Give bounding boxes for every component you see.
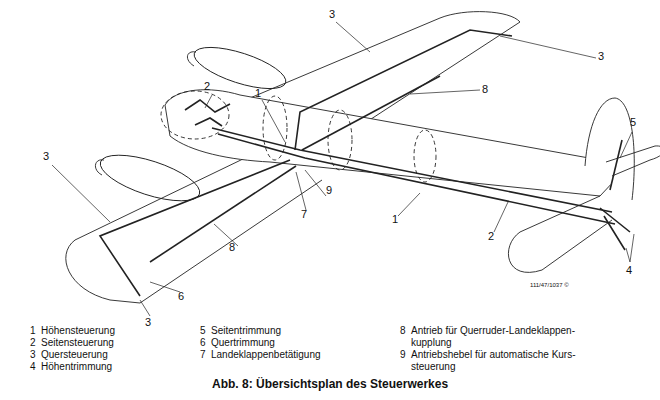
leader-line xyxy=(620,132,632,158)
callout-number: 2 xyxy=(204,80,210,93)
drawing-number: 111/47/1037 © xyxy=(530,282,569,289)
legend-number: 2 xyxy=(30,337,36,349)
legend-number: 9 xyxy=(400,349,406,361)
legend-text: Quertrimmung xyxy=(211,337,275,349)
callout-number: 8 xyxy=(229,241,235,254)
callout-number: 8 xyxy=(482,83,488,96)
legend-number: 1 xyxy=(30,325,36,337)
legend-text: Höhentrimmung xyxy=(41,361,112,373)
aileron-control-rod xyxy=(100,160,290,296)
leader-line xyxy=(140,300,150,316)
elevator-control-rod xyxy=(212,128,612,212)
engine-nacelle xyxy=(190,39,291,97)
callout-number: 3 xyxy=(145,316,151,329)
legend-text: Quersteuerung xyxy=(41,349,108,361)
legend-number: 4 xyxy=(30,361,36,373)
leader-line xyxy=(336,22,370,52)
fin-outline xyxy=(585,98,634,200)
leader-line xyxy=(626,234,634,262)
cockpit-glazing xyxy=(161,91,229,139)
leader-line xyxy=(150,282,180,292)
propeller-spinner xyxy=(187,52,196,66)
wing-outline xyxy=(66,158,322,303)
callout-number: 4 xyxy=(626,264,632,277)
leader-line xyxy=(296,172,306,210)
callout-number: 9 xyxy=(326,184,332,197)
callout-number: 3 xyxy=(329,8,335,21)
leader-line xyxy=(500,36,596,58)
propeller-spinner xyxy=(95,160,104,175)
legend-text: Antrieb für Querruder-Landeklappen- kupp… xyxy=(411,325,581,348)
callout-number: 2 xyxy=(488,230,494,243)
legend-text: Seitensteuerung xyxy=(41,337,114,349)
trim-drive xyxy=(600,208,630,250)
legend-number: 8 xyxy=(400,325,406,337)
leader-line xyxy=(205,95,212,108)
figure-caption: Abb. 8: Übersichtsplan des Steuerwerkes xyxy=(212,378,448,392)
legend-number: 3 xyxy=(30,349,36,361)
fuselage-frame xyxy=(328,110,352,170)
callout-number: 1 xyxy=(392,213,398,226)
flap-drive-rod xyxy=(302,76,440,150)
leader-line xyxy=(410,90,480,94)
leader-line xyxy=(305,170,326,196)
leader-line xyxy=(398,193,420,216)
fuselage-outline xyxy=(165,90,615,196)
aileron-control-rod xyxy=(295,30,512,150)
callout-number: 5 xyxy=(630,116,636,129)
legend-text: Antriebshebel für automatische Kurs- ste… xyxy=(411,349,581,372)
leader-line xyxy=(494,202,508,232)
legend-number: 6 xyxy=(200,337,206,349)
callout-number: 1 xyxy=(255,87,261,100)
callout-number: 3 xyxy=(598,50,604,63)
rudder-trim-drive xyxy=(610,140,622,190)
flap-drive-rod xyxy=(150,166,296,262)
callout-number: 3 xyxy=(43,150,49,163)
callout-number: 7 xyxy=(301,208,307,221)
legend-text: Seitentrimmung xyxy=(211,325,281,337)
legend-number: 5 xyxy=(200,325,206,337)
stabilizer-outline xyxy=(508,196,612,272)
leader-line xyxy=(262,100,285,142)
leader-line xyxy=(52,165,110,222)
legend-number: 7 xyxy=(200,349,206,361)
legend-text: Landeklappenbetätigung xyxy=(211,349,321,361)
callout-number: 6 xyxy=(178,290,184,303)
legend-text: Höhensteuerung xyxy=(41,325,115,337)
